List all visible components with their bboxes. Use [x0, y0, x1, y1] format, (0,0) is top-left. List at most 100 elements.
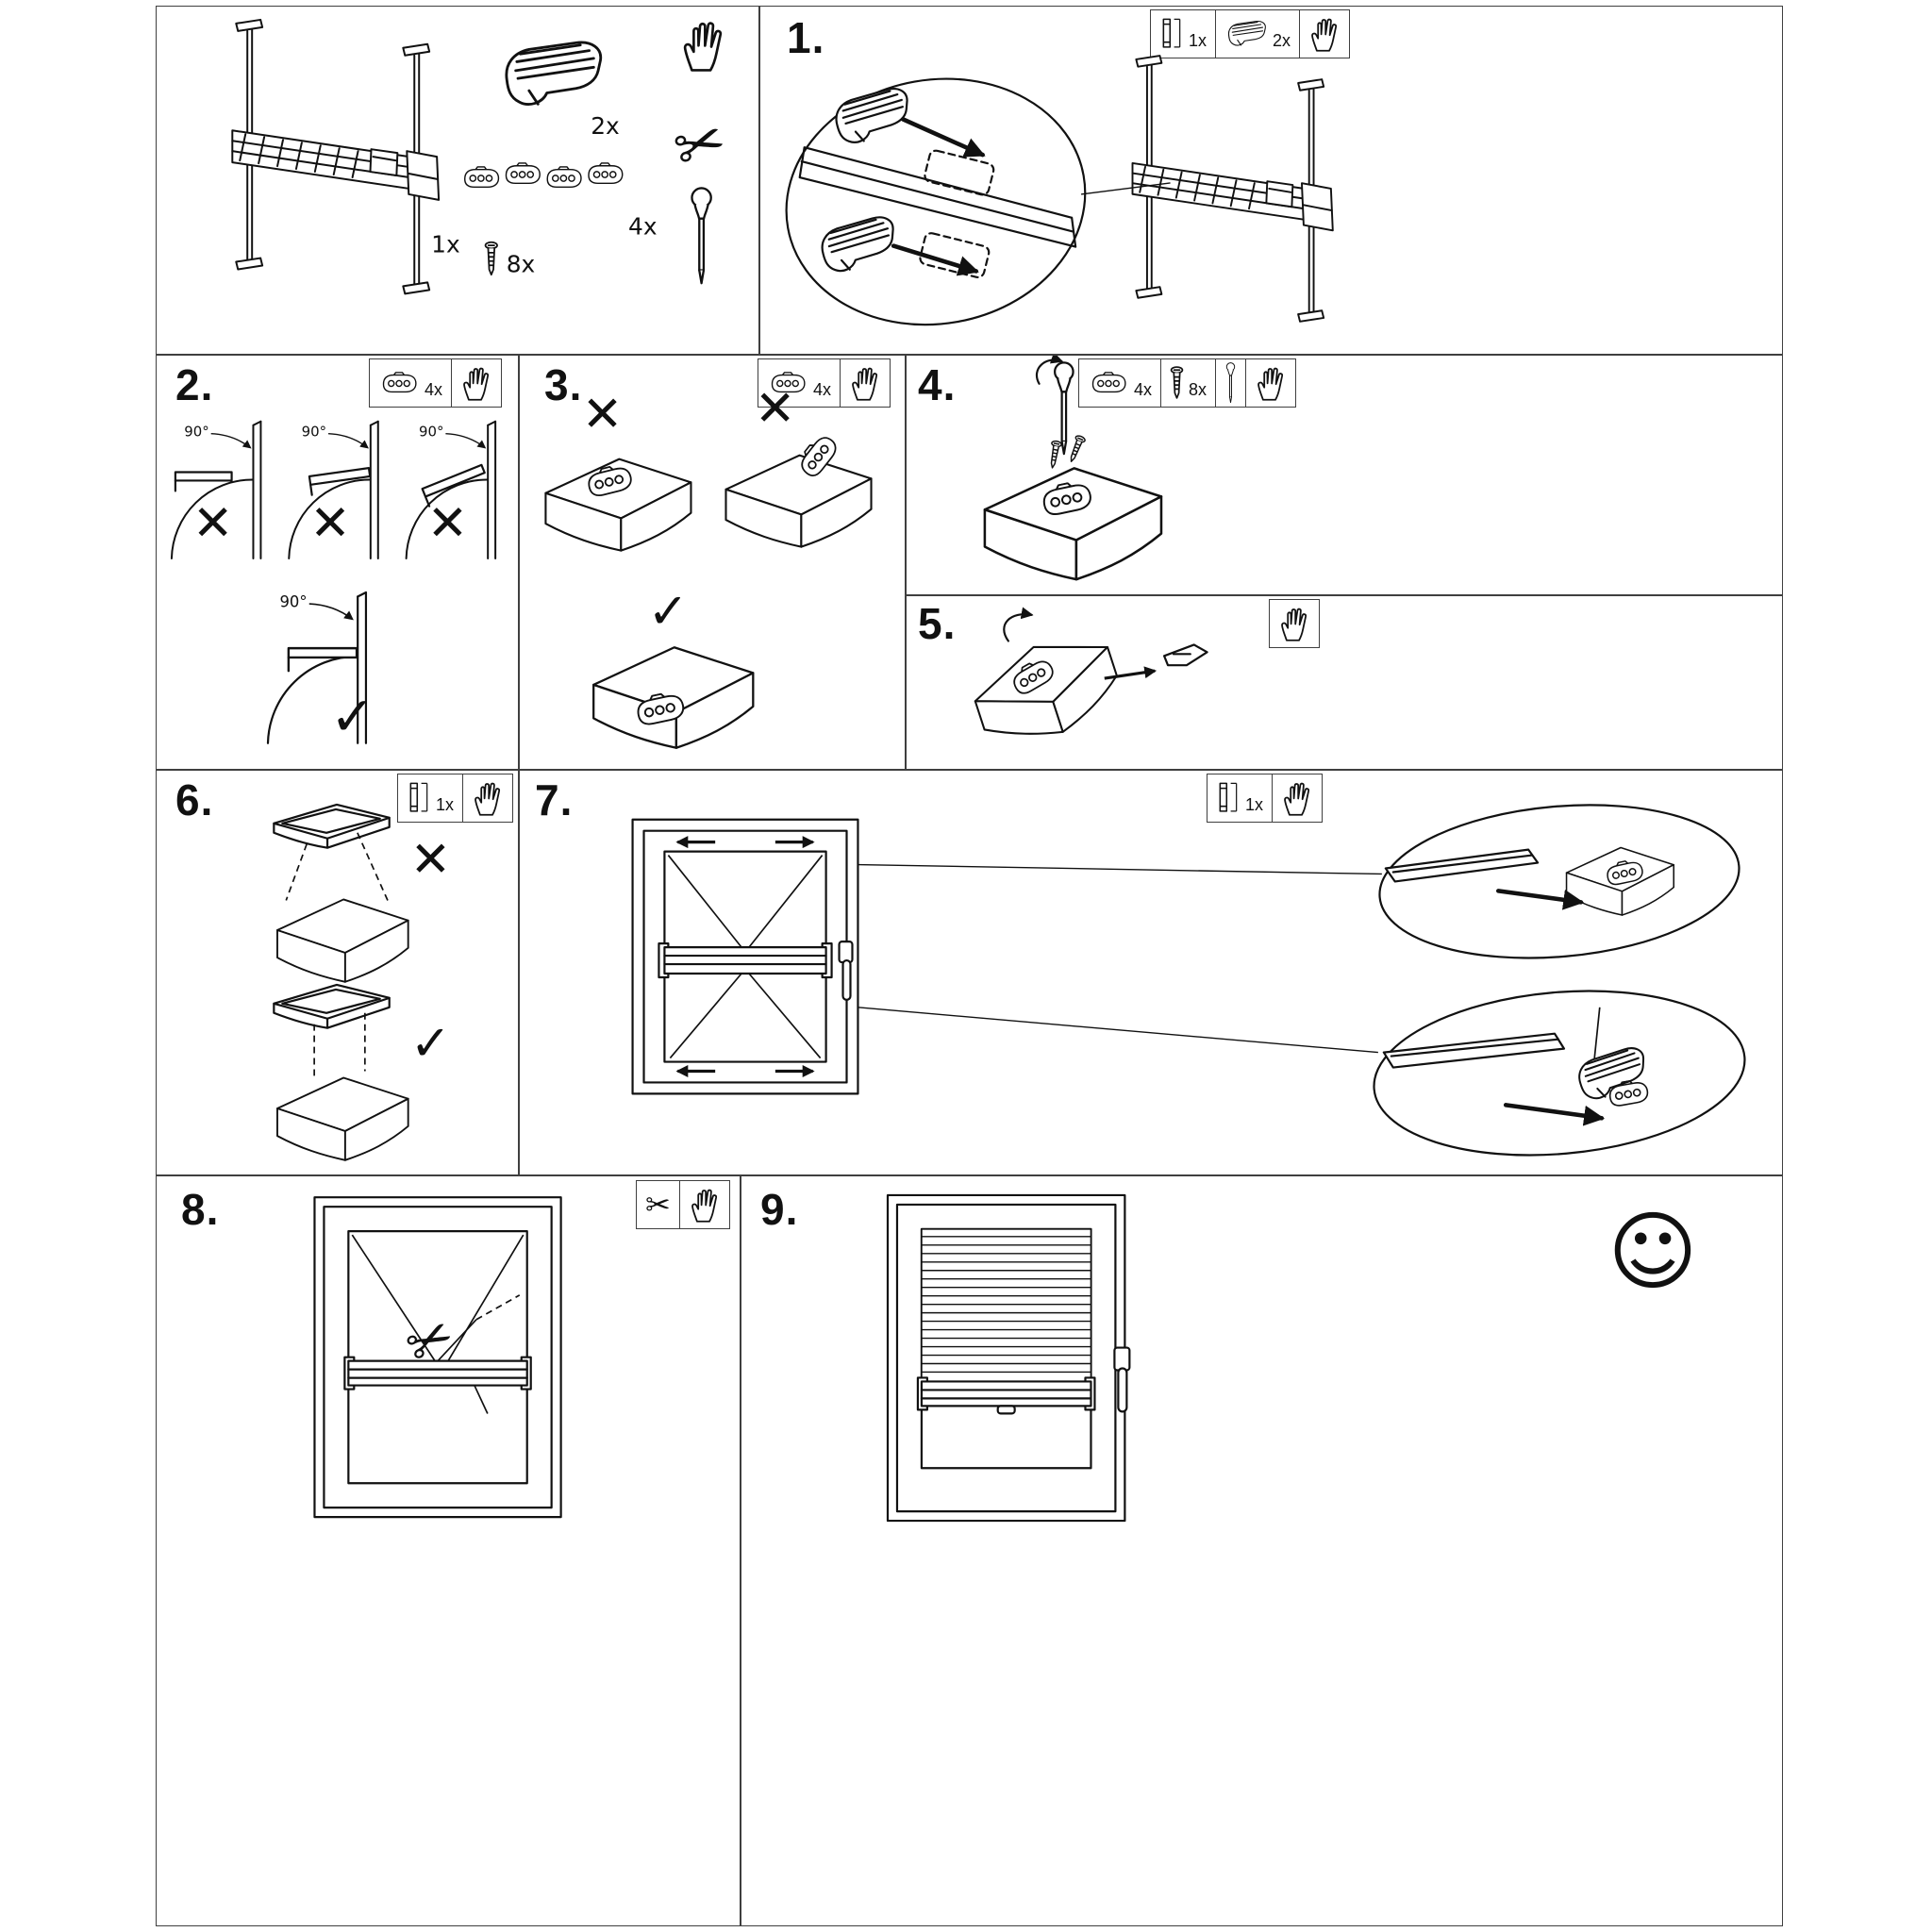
blind-assembly	[1131, 55, 1334, 323]
correct-mounting: 90° ✓	[266, 591, 375, 748]
svg-text:90°: 90°	[184, 424, 208, 441]
step5-drawing	[963, 607, 1208, 757]
headrail	[343, 1356, 532, 1391]
step9-drawing: ☺	[886, 1193, 1698, 1523]
screw	[1046, 440, 1063, 470]
svg-text:90°: 90°	[302, 424, 326, 441]
wrong-mounting-3: 90° ✕	[405, 420, 497, 560]
toolbar-item-hand	[1272, 774, 1322, 822]
magnifier-ellipse	[785, 77, 1087, 326]
blind-in-window	[658, 836, 833, 1077]
pleated-blind	[916, 1228, 1096, 1415]
screwdriver-icon	[691, 187, 712, 285]
cross-mark: ✕	[192, 495, 233, 552]
correct-alignment: ✓	[273, 983, 451, 1161]
detail-top-rail	[1378, 804, 1740, 959]
step8-toolbar: ✂	[636, 1180, 730, 1229]
toolbar-item-tension-rail: 1x	[398, 774, 462, 822]
step-number: 9.	[760, 1185, 799, 1234]
toolbar-item-hand	[462, 774, 512, 822]
toolbar-item-screw: 8x	[1160, 359, 1215, 407]
screw-qty-label: 8x	[507, 250, 536, 277]
qty-label: 1x	[436, 795, 455, 814]
qty-label: 4x	[813, 380, 832, 399]
screw	[1066, 434, 1087, 464]
bracket-row-part	[463, 162, 624, 189]
panel-step-7: 7. 1x	[519, 770, 1783, 1175]
toolbar-item-hand	[1245, 359, 1295, 407]
step-number: 4.	[918, 360, 957, 409]
panel-parts-overview: 1x 2x 4x 8x ✂	[156, 6, 759, 355]
correct-bracket-position	[591, 645, 755, 749]
qty-label: 1x	[1245, 795, 1264, 814]
step3-drawing: ✕ ✕ ✓	[544, 381, 873, 749]
cross-mark: ✕	[582, 387, 623, 443]
callout-line	[858, 1007, 1378, 1054]
rail-profile	[798, 146, 1077, 248]
step2-drawing: 90° ✕ 90° ✕ 90° ✕ 90°	[170, 420, 497, 748]
panel-step-6: 6. 1x ✕	[156, 770, 519, 1175]
toolbar-item-tension-rail: 1x	[1208, 774, 1272, 822]
holder-tilted	[963, 624, 1129, 757]
detail-bottom-rail	[1373, 990, 1746, 1157]
toolbar-item-bracket: 4x	[1079, 359, 1160, 407]
blind-assembly-part	[231, 18, 441, 295]
window-frame	[313, 1196, 562, 1519]
qty-label: 4x	[1134, 380, 1153, 399]
cross-mark: ✕	[410, 832, 451, 889]
check-mark: ✓	[330, 686, 375, 748]
smiley-icon: ☺	[1607, 1202, 1698, 1303]
toolbar-item-screwdriver	[1215, 359, 1245, 407]
wrong-alignment: ✕	[273, 803, 451, 983]
clamp-part	[818, 214, 899, 275]
toolbar-item-hand	[1299, 10, 1349, 58]
panel-step-3: 3. 4x ✕ ✕ ✓	[519, 355, 906, 770]
rotate-arrow	[1036, 356, 1064, 385]
step4-toolbar: 4x 8x	[1078, 358, 1297, 408]
clamp-target-outline	[924, 149, 995, 196]
step-number: 5.	[918, 599, 957, 648]
step2-toolbar: 4x	[369, 358, 503, 408]
excess-cord	[437, 1319, 477, 1362]
hand-icon	[683, 22, 723, 72]
toolbar-item-bracket: 4x	[758, 359, 840, 407]
window-handle	[1113, 1346, 1131, 1413]
check-mark: ✓	[648, 584, 689, 641]
step6-toolbar: 1x	[397, 774, 514, 823]
step1-toolbar: 1x 2x	[1150, 9, 1351, 58]
clamp-part	[831, 86, 913, 146]
step-number: 6.	[175, 775, 214, 824]
cross-mark: ✕	[309, 495, 350, 552]
bracket-qty-label: 4x	[628, 213, 658, 241]
step8-drawing: ✂	[313, 1196, 562, 1519]
panel-step-2: 2. 4x 90° ✕ 90° ✕	[156, 355, 519, 770]
toolbar-item-tension-rail: 1x	[1151, 10, 1215, 58]
window-handle	[838, 941, 854, 1001]
step3-toolbar: 4x	[758, 358, 891, 408]
clamp-target-outline	[919, 232, 991, 279]
panel-step-1: 1. 1x 2x	[759, 6, 1783, 355]
cut-cord-dashed	[475, 1294, 521, 1321]
wrong-bracket-position-1	[544, 458, 692, 552]
wrong-mounting-2: 90° ✕	[288, 420, 379, 560]
wrong-bracket-position-2	[724, 430, 873, 548]
panel-step-4: 4. 4x 8x	[906, 355, 1783, 595]
step7-toolbar: 1x	[1207, 774, 1324, 823]
removed-cover-piece	[1162, 643, 1208, 667]
check-mark: ✓	[410, 1016, 451, 1073]
step6-drawing: ✕ ✓	[273, 803, 451, 1161]
callout-line	[858, 863, 1382, 875]
cord-end	[474, 1385, 489, 1414]
holder-box	[983, 467, 1163, 581]
tension-cords	[351, 1234, 525, 1362]
remove-arrow	[1104, 666, 1158, 680]
toolbar-item-scissors: ✂	[637, 1181, 679, 1228]
slide-arrow	[891, 243, 979, 276]
step5-toolbar	[1269, 599, 1320, 648]
step-number: 2.	[175, 360, 214, 409]
toolbar-item-hand	[840, 359, 890, 407]
parts-overview-drawing: 1x 2x 4x 8x ✂	[231, 18, 735, 295]
step7-drawing	[631, 804, 1746, 1157]
scissors-icon: ✂	[665, 105, 735, 187]
panel-step-8: 8. ✂ ✂	[156, 1175, 741, 1926]
